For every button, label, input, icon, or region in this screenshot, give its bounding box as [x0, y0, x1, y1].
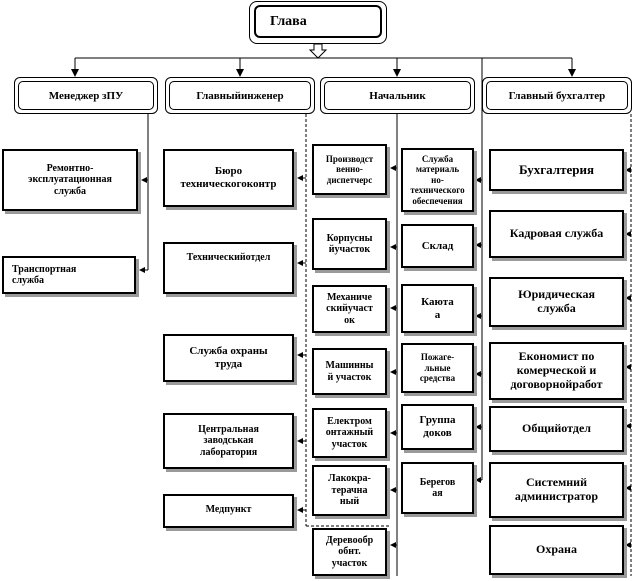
header-manager-label: Менеджер зПУ	[48, 89, 124, 102]
box-general-dept: Общийотдел	[489, 406, 624, 452]
box-paint-section: Лакокра- терачна ный	[312, 465, 387, 516]
box-central-lab: Центральная заводськая лаборатория	[163, 413, 294, 469]
box-sysadmin: Системний администратор	[489, 462, 624, 518]
box-technical-dept: Техническийотдел	[163, 242, 294, 294]
header-chief-label: Начальник	[369, 89, 426, 102]
box-repair-service: Ремонтно- эксплуатационная служба	[2, 149, 138, 211]
box-material-supply: Служба материаль но- технического обеспе…	[401, 148, 474, 212]
box-labor-safety: Служба охраны труда	[163, 334, 294, 382]
header-accountant-label: Главный бухгалтер	[508, 89, 606, 102]
box-machine-section: Машинны й участок	[312, 348, 387, 395]
box-canteen: Каюта а	[401, 284, 474, 333]
top-box: Глава	[254, 5, 382, 38]
top-down-arrow	[308, 43, 328, 59]
box-medical-post: Медпункт	[163, 494, 294, 528]
box-control-bureau: Бюро техническогоконтр	[163, 149, 294, 207]
box-production-dispatch: Производст венно- диспетчерс	[312, 144, 387, 195]
box-coastal: Берегов ая	[401, 462, 474, 514]
box-hr-service: Кадровая служба	[489, 210, 624, 258]
box-mechanical-section: Механиче скийучаст ок	[312, 285, 387, 333]
header-chief: Начальник	[324, 81, 471, 110]
header-engineer: Главныйинженер	[169, 81, 311, 110]
box-wood-section: Деревообр обнт. участок	[312, 528, 387, 576]
box-security: Охрана	[489, 525, 624, 575]
box-accounting: Бухгалтерия	[489, 149, 624, 191]
top-box-label: Глава	[270, 13, 307, 29]
box-dock-group: Группа доков	[401, 404, 474, 450]
box-legal-service: Юридическая служба	[489, 277, 624, 327]
box-economist: Економист по комерческой и договорнойраб…	[489, 342, 624, 400]
header-accountant: Главный бухгалтер	[486, 81, 628, 110]
box-fire-equipment: Пожаге- льные средства	[401, 343, 474, 393]
header-manager: Менеджер зПУ	[18, 81, 154, 110]
box-warehouse: Склад	[401, 224, 474, 268]
box-hull-section: Корпусны йучасток	[312, 218, 387, 270]
box-electro-section: Електром онтажный участок	[312, 408, 387, 458]
box-transport-service: Транспортная служба	[2, 256, 136, 294]
header-engineer-label: Главныйинженер	[196, 89, 284, 102]
